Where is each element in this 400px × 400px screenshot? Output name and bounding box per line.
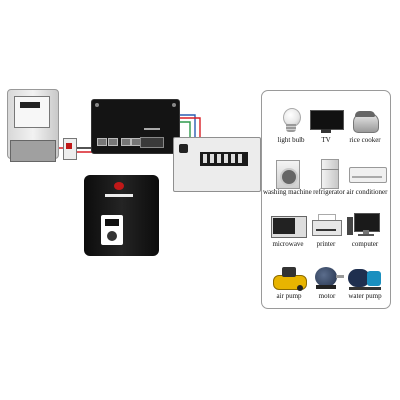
terminal-strip [140, 137, 164, 148]
appliance-label: rice cooker [349, 136, 381, 144]
appliance-label: motor [318, 292, 336, 300]
air-pump-icon [269, 263, 309, 291]
appliance-rice-cooker: rice cooker [341, 107, 389, 144]
meter-dial [20, 102, 40, 108]
appliance-microwave: microwave [264, 211, 312, 248]
display-window [105, 219, 119, 226]
unit-marking [144, 128, 160, 130]
meter-window [14, 96, 50, 128]
appliance-label: TV [321, 136, 331, 144]
brand-logo-icon [114, 182, 124, 190]
appliance-light-bulb: light bulb [267, 107, 315, 144]
appliance-air-conditioner: air conditioner [343, 159, 391, 196]
appliances-panel: light bulb TV rice cooker washing machin… [261, 90, 391, 309]
air-conditioner-icon [347, 159, 387, 187]
box-logo-icon [179, 144, 188, 153]
appliance-motor: motor [303, 263, 351, 300]
appliance-label: microwave [272, 240, 304, 248]
appliance-label: printer [316, 240, 336, 248]
appliance-tv: TV [302, 107, 350, 144]
water-pump-icon [345, 263, 385, 291]
motor-icon [307, 263, 347, 291]
control-knob [107, 231, 117, 241]
appliance-label: computer [351, 240, 379, 248]
computer-icon [345, 211, 385, 239]
appliance-air-pump: air pump [265, 263, 313, 300]
meter-base [10, 140, 56, 162]
washing-machine-icon [267, 159, 307, 189]
appliance-label: air pump [276, 292, 302, 300]
appliance-label: water pump [348, 292, 382, 300]
appliance-label: washing machine [263, 188, 312, 196]
appliance-water-pump: water pump [341, 263, 389, 300]
printer-icon [306, 211, 346, 239]
microwave-icon [268, 211, 308, 239]
model-marking [105, 194, 133, 197]
appliance-label: air conditioner [346, 188, 388, 196]
light-bulb-icon [271, 107, 311, 135]
breaker-toggle [66, 143, 72, 149]
appliance-printer: printer [302, 211, 350, 248]
tv-icon [306, 107, 346, 135]
appliance-washing-machine: washing machine [263, 159, 312, 196]
refrigerator-icon [309, 159, 349, 189]
rice-cooker-icon [345, 107, 385, 135]
appliance-label: refrigerator [313, 188, 345, 196]
appliance-refrigerator: refrigerator [305, 159, 353, 196]
appliance-label: light bulb [277, 136, 305, 144]
appliance-computer: computer [341, 211, 389, 248]
